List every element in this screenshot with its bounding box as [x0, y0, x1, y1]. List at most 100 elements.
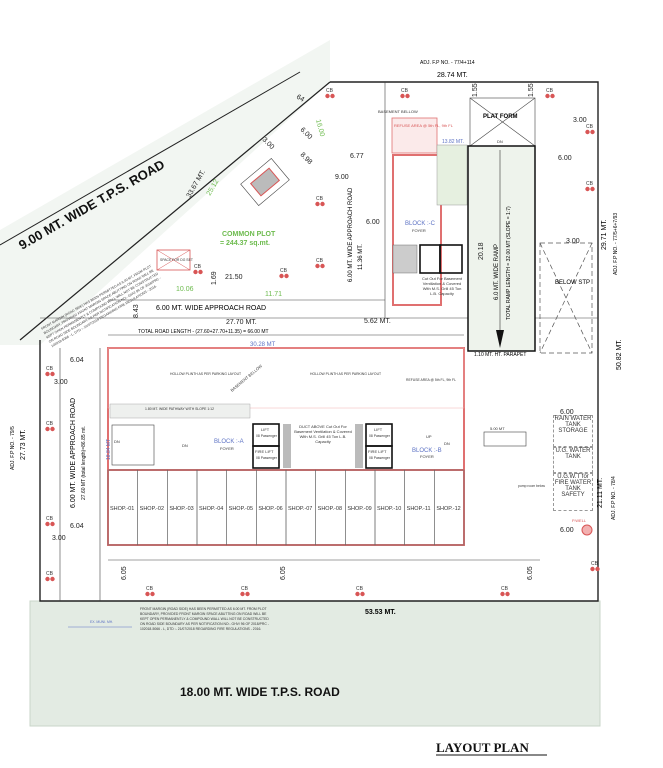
shop-label: SHOP.-06: [258, 506, 282, 512]
shop-unit: SHOP.-05: [226, 469, 257, 546]
block-c-foyer: FOYER: [412, 228, 426, 233]
ramp-length-dim: 20.18: [478, 242, 485, 260]
shop-unit: SHOP.-02: [137, 469, 168, 546]
duct-above-note: DUCT ABOVE Cut Out For Basement Ventilat…: [294, 424, 352, 444]
shop-unit: SHOP.-10: [374, 469, 405, 546]
dim-6-04-a: 6.04: [70, 357, 84, 364]
adj-fp-top: ADJ. F.P NO. - 77/4+114: [420, 60, 475, 66]
plot-boundary: [39, 81, 599, 602]
dim-1-55-b: 1.55: [528, 83, 535, 97]
cb-marker: CB: [145, 586, 155, 597]
ramp-total-label: TOTAL RAMP LENGTH = 32.00 MT (SLOPE = 1:…: [506, 206, 512, 320]
dim-11-71: 11.71: [265, 291, 282, 298]
right-lower-dim: 21.11 MT.: [597, 478, 604, 508]
cb-marker: CB: [400, 88, 410, 99]
dim-8-98: 8.98: [299, 151, 314, 166]
dim-16-00: 16.00: [314, 119, 325, 138]
svg-text:CB: CB: [316, 258, 324, 264]
block-b-lift: LIFT: [374, 427, 383, 432]
svg-text:CB: CB: [46, 571, 54, 577]
cb-marker: CB: [240, 586, 250, 597]
plot-diagonal-boundary: [19, 81, 331, 341]
dim-6-00-t: 6.00: [560, 409, 574, 416]
svg-text:SPACE FOR DG SET: SPACE FOR DG SET: [160, 258, 193, 262]
dim-6-00-c: 6.00: [366, 219, 380, 226]
space-for-dg-set: SPACE FOR DG SET: [156, 249, 193, 271]
svg-text:CB: CB: [46, 516, 54, 522]
svg-text:CB: CB: [586, 124, 594, 130]
block-a-depth: 18.84 MT: [106, 439, 112, 460]
ug-water-tank: U.G. WATER TANK: [553, 447, 593, 473]
block-b-foyer: FOYER: [420, 454, 434, 459]
svg-text:BOUNDARY, PROVIDED FRONT MARGI: BOUNDARY, PROVIDED FRONT MARGIN SPACE AB…: [140, 612, 267, 616]
cb-marker: CB: [279, 268, 289, 279]
below-stp: BELOW STP: [539, 242, 593, 354]
rain-water-tank: RAIN WATER TANK STORAGE: [553, 415, 593, 447]
shop-label: SHOP.-04: [199, 506, 223, 512]
shop-unit: SHOP.-04: [196, 469, 227, 546]
svg-text:08 Passenger: 08 Passenger: [256, 434, 278, 438]
dim-6-00-pw: 6.00: [560, 527, 574, 534]
block-a-dn: DN: [114, 439, 120, 444]
cb-marker: CB: [355, 586, 365, 597]
svg-text:CB: CB: [326, 88, 334, 94]
dim-3-00-l: 3.00: [54, 379, 68, 386]
pump-room-label: pump room below: [518, 484, 546, 488]
dim-6-05-b: 6.05: [280, 566, 287, 580]
dim-13-82: 13.82 MT.: [442, 139, 464, 145]
right-upper-dim: 29.71 MT.: [601, 219, 608, 250]
common-plot-label: COMMON PLOT: [222, 231, 276, 238]
front-road-label: 18.00 MT. WIDE T.P.S. ROAD: [180, 685, 340, 699]
svg-text:BASEMENT BELLOW: BASEMENT BELLOW: [378, 109, 418, 114]
shop-unit: SHOP.-01: [107, 469, 138, 546]
cb-marker: CB: [193, 264, 203, 275]
total-road-length: TOTAL ROAD LENGTH - (27.60+27.70+11.35) …: [138, 329, 269, 335]
approach-road-blockc-length: 11.36 MT.: [358, 244, 364, 270]
svg-text:ON ROAD SIDE BOUNDARY AS PER N: ON ROAD SIDE BOUNDARY AS PER NOTIFICATIO…: [140, 622, 269, 626]
block-a-label: BLOCK :-A: [214, 439, 244, 445]
refuse-area-b: REFUSE AREA @ 5th FL, 9th FL: [406, 378, 456, 382]
parapet-label: 1.10 MT. HT. PARAPET: [474, 352, 526, 358]
svg-text:CB: CB: [194, 264, 202, 270]
dim-6-04-b: 6.04: [70, 523, 84, 530]
shop-label: SHOP.-03: [169, 506, 193, 512]
adj-fp-left: ADJ. F.P NO. - 79/5: [10, 426, 16, 470]
front-margin-note: FRONT MARGIN (ROAD SIDE) HAS BEEN PERMIT…: [140, 607, 269, 631]
svg-text:CB: CB: [146, 586, 154, 592]
adj-fp-right-lower: ADJ. F.P NO. - 78/4: [611, 476, 617, 520]
block-b-label: BLOCK :-B: [412, 448, 442, 454]
left-dim: 27.73 MT.: [20, 429, 27, 460]
shop-label: SHOP.-01: [110, 506, 134, 512]
front-road-area: [30, 601, 600, 726]
svg-text:CB: CB: [241, 586, 249, 592]
diagonal-road-edge: [0, 71, 301, 246]
dim-5-62: 5.62 MT.: [364, 318, 391, 325]
shop-label: SHOP.-07: [288, 506, 312, 512]
dim-3-00-r2: 3.00: [573, 117, 587, 124]
shop-unit: SHOP.-11: [404, 469, 435, 546]
svg-text:BELOW STP: BELOW STP: [555, 280, 590, 286]
p-well-label: P.WELL: [572, 518, 587, 523]
common-plot-area: = 244.37 sq.mt.: [220, 240, 270, 247]
cb-marker: CB: [45, 421, 55, 432]
ex-muni-mh: EX. MUNI. MH.: [68, 620, 132, 628]
dim-3-00: 3.00: [261, 136, 276, 151]
shop-unit: SHOP.-03: [167, 469, 198, 546]
shop-unit: SHOP.-08: [315, 469, 346, 546]
dim-3-00-r: 3.00: [566, 238, 580, 245]
cb-marker: CB: [325, 88, 335, 99]
dim-1-69: 1.69: [211, 271, 218, 285]
svg-text:CB: CB: [546, 88, 554, 94]
cb-marker: CB: [45, 366, 55, 377]
svg-text:CB: CB: [591, 561, 599, 567]
right-total-dim: 50.82 MT.: [616, 339, 623, 370]
shop-unit: SHOP.-12: [434, 469, 465, 546]
approach-road-top-label: 6.00 MT. WIDE APPROACH ROAD: [156, 305, 266, 312]
shop-label: SHOP.-11: [407, 506, 431, 512]
dim-64: 64: [295, 94, 305, 104]
svg-text:CB: CB: [316, 196, 324, 202]
dim-6-05-a: 6.05: [121, 566, 128, 580]
